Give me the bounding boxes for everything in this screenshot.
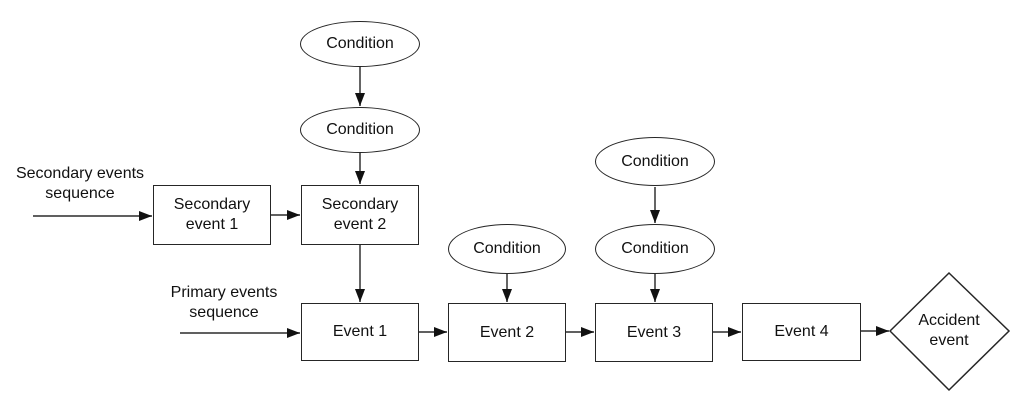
event-4-label: Event 4 bbox=[774, 323, 829, 340]
secondary-event-2-label: Secondary event 2 bbox=[321, 196, 399, 233]
condition-1-label: Condition bbox=[326, 35, 394, 52]
node-event-4: Event 4 bbox=[742, 303, 861, 361]
node-event-3: Event 3 bbox=[595, 303, 713, 362]
node-condition-2: Condition bbox=[300, 107, 420, 153]
primary-events-sequence-label: Primary events sequence bbox=[170, 284, 278, 321]
node-condition-3: Condition bbox=[448, 224, 566, 274]
node-secondary-event-2: Secondary event 2 bbox=[301, 185, 419, 245]
node-accident-event: Accident event bbox=[899, 311, 999, 351]
secondary-events-sequence-label: Secondary events sequence bbox=[15, 165, 145, 202]
condition-5-label: Condition bbox=[621, 240, 689, 257]
node-condition-1: Condition bbox=[300, 21, 420, 67]
accident-event-diamond bbox=[888, 271, 1011, 392]
condition-3-label: Condition bbox=[473, 240, 541, 257]
node-event-1: Event 1 bbox=[301, 303, 419, 361]
event-2-label: Event 2 bbox=[479, 323, 535, 341]
condition-2-label: Condition bbox=[326, 121, 394, 138]
event-1-label: Event 1 bbox=[332, 323, 388, 340]
node-event-2: Event 2 bbox=[448, 303, 566, 362]
node-secondary-event-1: Secondary event 1 bbox=[153, 185, 271, 245]
condition-4-label: Condition bbox=[621, 152, 689, 170]
node-condition-5: Condition bbox=[595, 224, 715, 274]
event-3-label: Event 3 bbox=[626, 323, 682, 341]
accident-event-label: Accident event bbox=[918, 312, 980, 349]
node-condition-4: Condition bbox=[595, 137, 715, 186]
secondary-event-1-label: Secondary event 1 bbox=[173, 196, 251, 233]
